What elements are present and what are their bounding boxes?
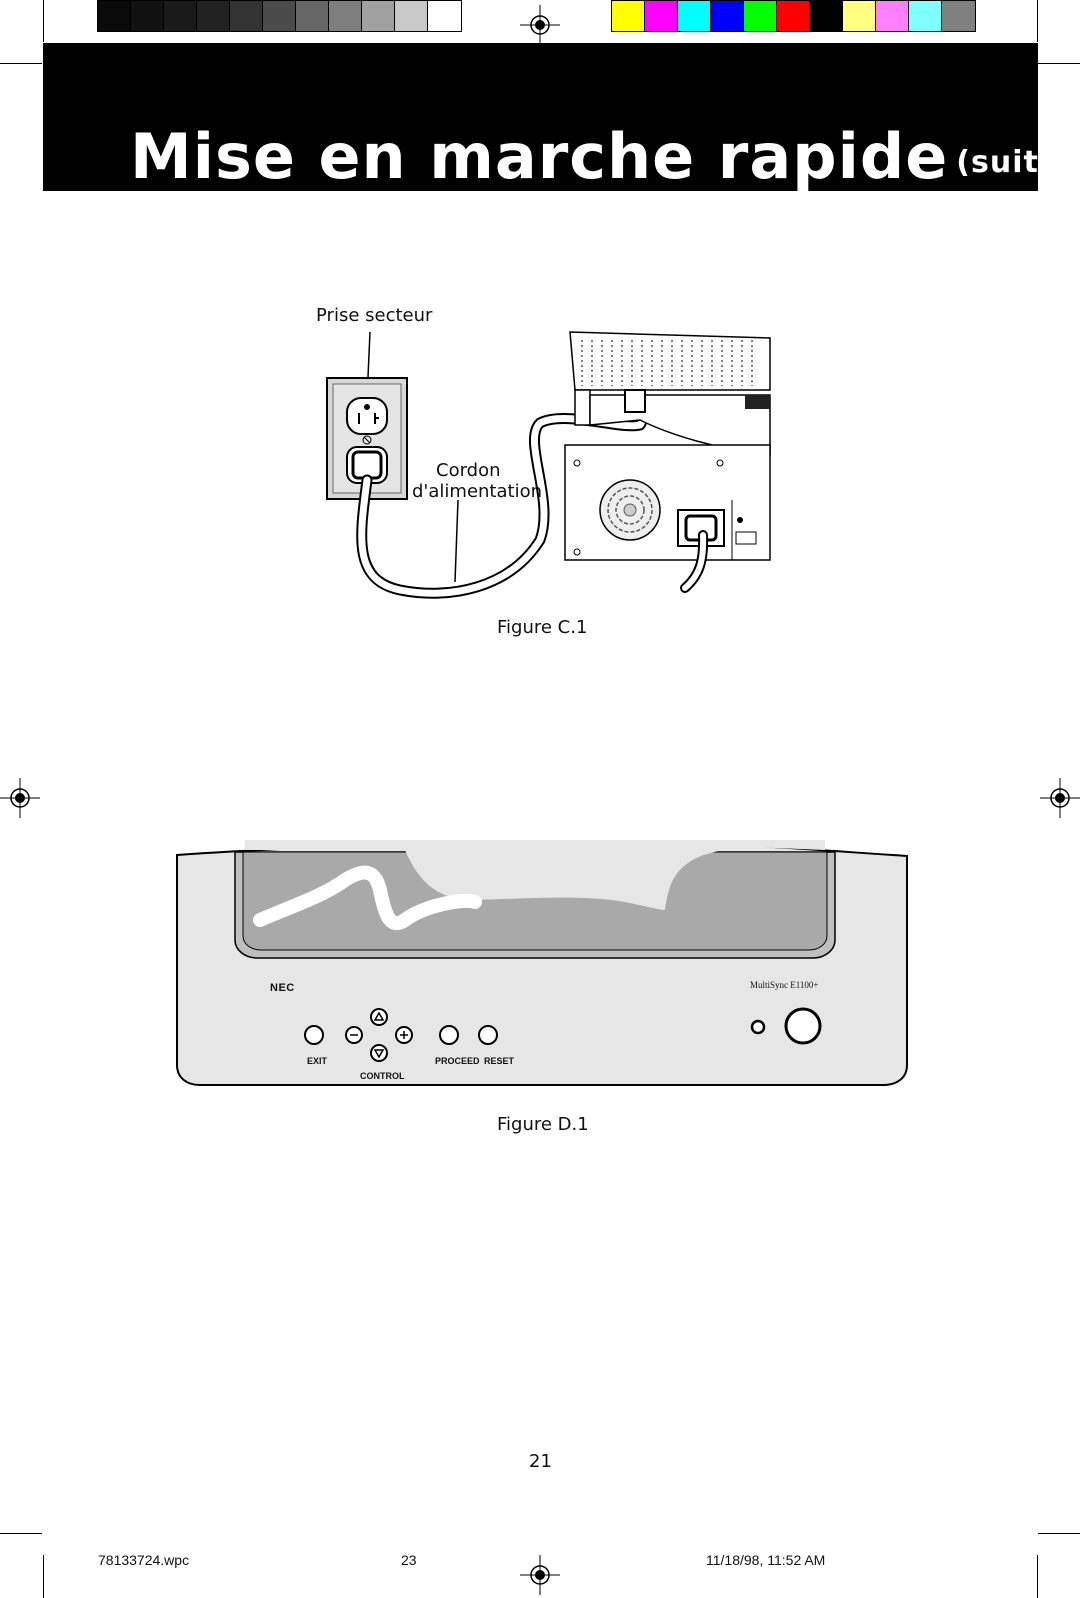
color-swatch [197, 1, 230, 31]
color-swatch [612, 1, 645, 31]
exit-label: EXIT [307, 1056, 328, 1066]
grayscale-swatch-strip [97, 0, 462, 32]
screen-glare [245, 840, 825, 910]
crop-mark [0, 63, 42, 64]
color-swatch [296, 1, 329, 31]
figure-c1-caption: Figure C.1 [497, 617, 588, 638]
color-swatch [131, 1, 164, 31]
reset-label: RESET [484, 1056, 515, 1066]
color-swatch [263, 1, 296, 31]
color-swatch [428, 1, 461, 31]
color-swatch [777, 1, 810, 31]
model-number: E1100+ [790, 980, 819, 990]
footer-sheet-number: 23 [401, 1552, 417, 1568]
figure-d1-caption: Figure D.1 [497, 1114, 589, 1135]
page-number: 21 [529, 1451, 552, 1472]
exit-button-icon [304, 1025, 324, 1045]
brand-logo: NEC [270, 982, 295, 994]
proceed-label: PROCEED [435, 1056, 480, 1066]
color-swatch [942, 1, 975, 31]
cord-label-line1: Cordon [436, 460, 501, 481]
registration-mark-top-icon [520, 5, 560, 45]
color-swatch [711, 1, 744, 31]
down-button-icon [370, 1044, 388, 1062]
color-swatch [909, 1, 942, 31]
power-button-icon [784, 1007, 822, 1045]
up-button-icon [370, 1008, 388, 1026]
page-title-main: Mise en marche rapide [130, 120, 949, 193]
color-swatch [678, 1, 711, 31]
crop-mark [43, 0, 44, 42]
monitor-back-icon [564, 331, 771, 593]
color-swatch [362, 1, 395, 31]
crop-mark [1037, 0, 1038, 42]
figure-c1-illustration [326, 331, 771, 599]
reset-button-icon [478, 1025, 498, 1045]
footer-timestamp: 11/18/98, 11:52 AM [706, 1552, 826, 1568]
footer-file-name: 78133724.wpc [98, 1552, 190, 1568]
page-title: Mise en marche rapide(suite) [130, 120, 1075, 193]
control-label: CONTROL [360, 1071, 405, 1081]
page-title-suffix: (suite) [956, 145, 1075, 180]
registration-mark-bottom-icon [520, 1555, 560, 1595]
color-swatch [230, 1, 263, 31]
proceed-button-icon [439, 1025, 459, 1045]
color-swatch [329, 1, 362, 31]
model-name: MultiSync [750, 980, 789, 990]
title-band [43, 43, 1038, 191]
power-led-icon [750, 1019, 766, 1035]
color-swatch [164, 1, 197, 31]
model-label: MultiSync E1100+ [750, 980, 819, 990]
crop-mark [1038, 1533, 1080, 1534]
color-swatch [843, 1, 876, 31]
registration-mark-left-icon [0, 778, 40, 818]
color-swatch-strip [611, 0, 976, 32]
crop-mark [1037, 1555, 1038, 1598]
color-swatch [395, 1, 428, 31]
color-swatch [645, 1, 678, 31]
crop-mark [1038, 63, 1080, 64]
registration-mark-right-icon [1040, 778, 1080, 818]
crop-mark [0, 1533, 42, 1534]
figure-d1-monitor-front [176, 840, 908, 1086]
outlet-label: Prise secteur [316, 305, 433, 326]
outlet-leader-line [367, 331, 371, 378]
cord-label-line2: d'alimentation [412, 481, 542, 502]
control-buttons [304, 1008, 498, 1062]
cord-leader-line [454, 499, 459, 583]
crop-mark [43, 1555, 44, 1598]
color-swatch [98, 1, 131, 31]
color-swatch [876, 1, 909, 31]
color-swatch [744, 1, 777, 31]
color-swatch [810, 1, 843, 31]
